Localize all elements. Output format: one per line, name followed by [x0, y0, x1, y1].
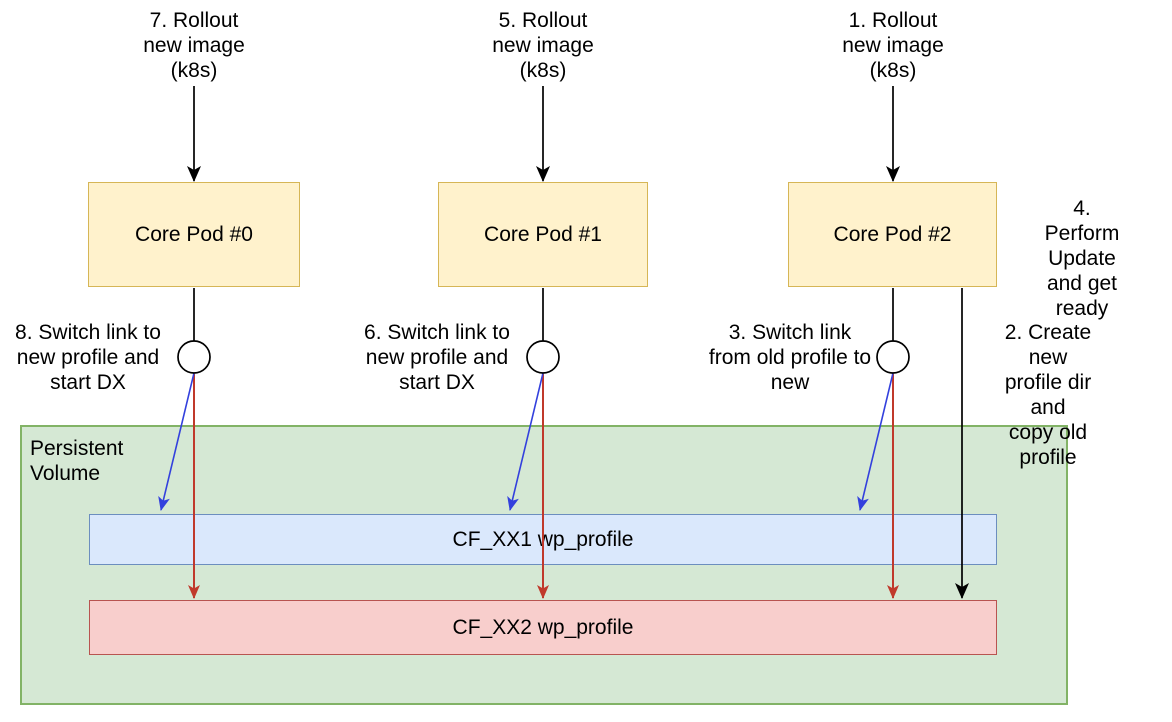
persistent-volume-box	[20, 425, 1068, 705]
switch-link-label-step6: 6. Switch link to new profile and start …	[364, 321, 510, 394]
rollout-label-step7: 7. Rollout new image (k8s)	[143, 9, 245, 82]
core-pod-0: Core Pod #0	[88, 182, 300, 287]
profile-bar-cf-xx2: CF_XX2 wp_profile	[89, 600, 997, 655]
create-profile-label-step2: 2. Create new profile dir and copy old p…	[1004, 321, 1092, 469]
core-pod-2: Core Pod #2	[788, 182, 997, 287]
profile-bar-cf-xx1-label: CF_XX1 wp_profile	[452, 528, 634, 551]
rollout-label-step1: 1. Rollout new image (k8s)	[842, 9, 944, 82]
profile-bar-cf-xx2-label: CF_XX2 wp_profile	[452, 616, 634, 639]
link-junction-circle-pod-1	[526, 340, 560, 374]
switch-link-label-step8: 8. Switch link to new profile and start …	[15, 321, 161, 394]
persistent-volume-label: Persistent Volume	[30, 437, 124, 485]
core-pod-0-label: Core Pod #0	[135, 223, 253, 246]
switch-link-label-step3: 3. Switch link from old profile to new	[708, 321, 872, 394]
rollout-label-step5: 5. Rollout new image (k8s)	[492, 9, 594, 82]
link-junction-circle-pod-2	[876, 340, 910, 374]
core-pod-1: Core Pod #1	[438, 182, 648, 287]
core-pod-2-label: Core Pod #2	[833, 223, 952, 246]
profile-bar-cf-xx1: CF_XX1 wp_profile	[89, 514, 997, 565]
core-pod-1-label: Core Pod #1	[484, 223, 602, 246]
perform-update-label-step4: 4. Perform Update and get ready	[1044, 197, 1120, 320]
link-junction-circle-pod-0	[177, 340, 211, 374]
